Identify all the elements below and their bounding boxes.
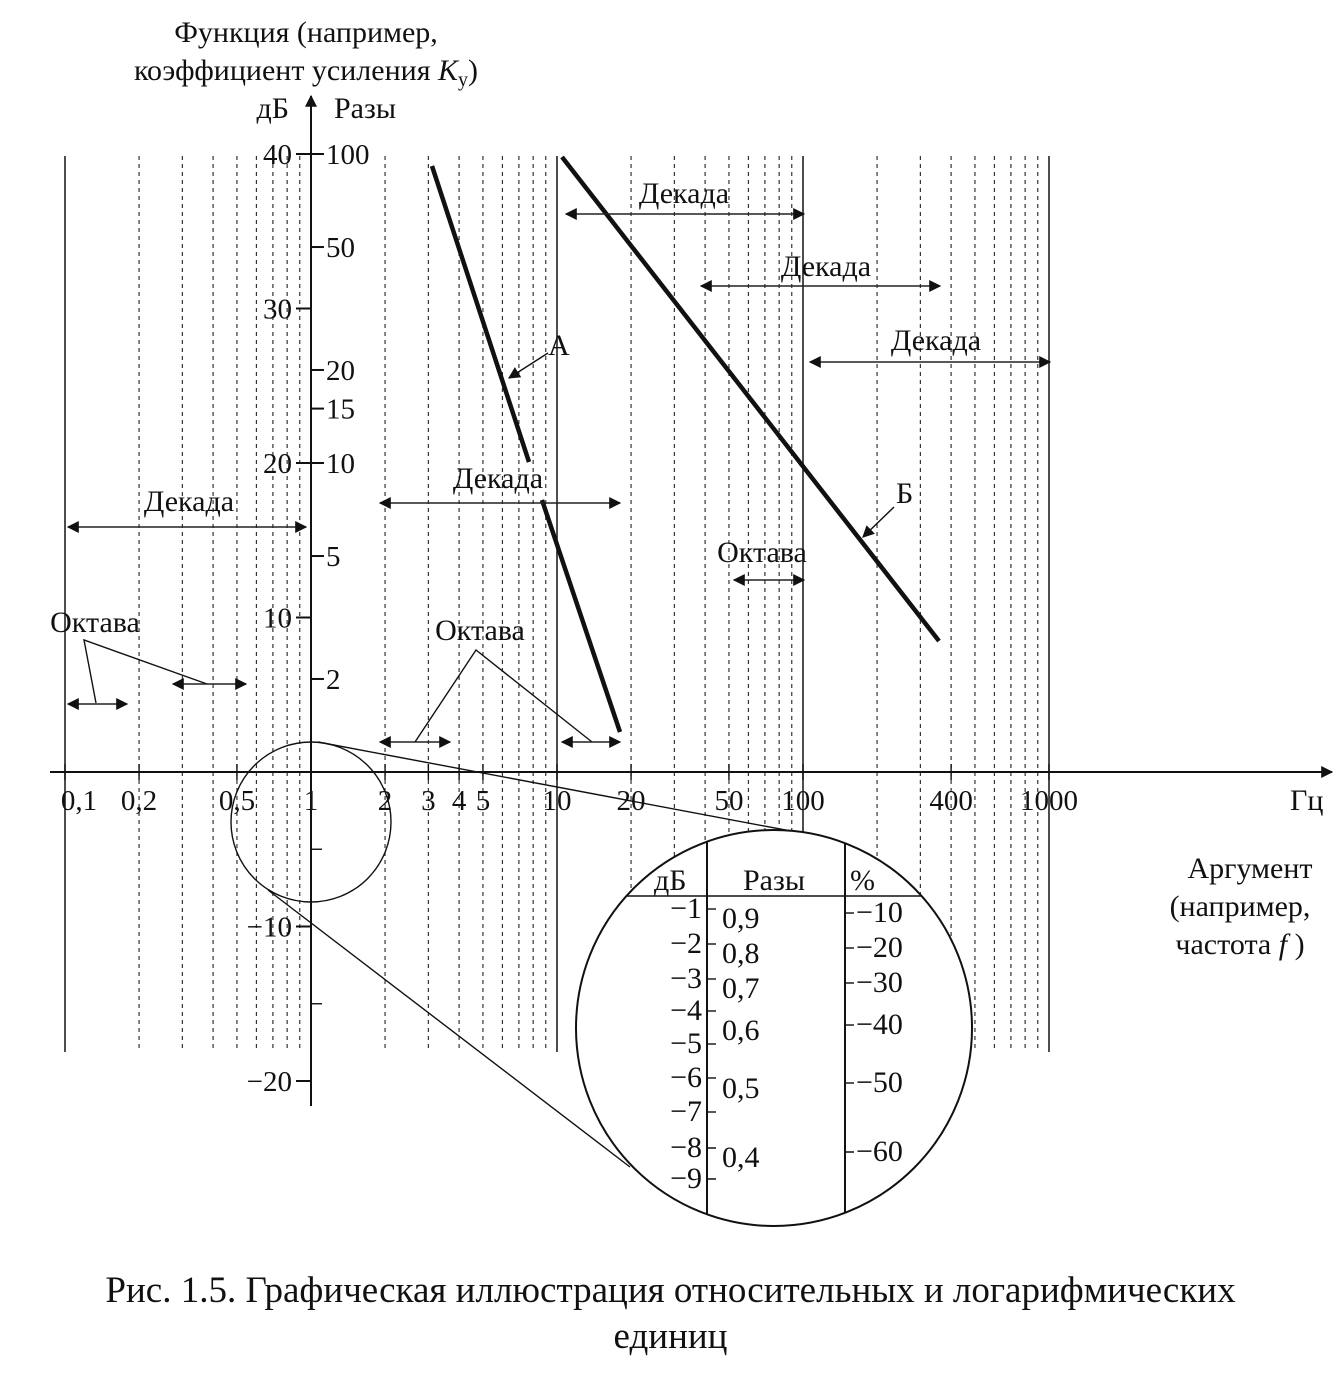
- x-axis-unit: Гц: [1290, 784, 1323, 817]
- octave-label-50-100: Октава: [717, 536, 807, 569]
- x-tick-label: 50: [714, 785, 743, 817]
- magnifier-line-bottom: [267, 889, 631, 1168]
- inset-times-value: 0,5: [722, 1072, 760, 1105]
- inset-times-value: 0,8: [722, 937, 760, 970]
- decade-label-100-1000: Декада: [891, 324, 981, 357]
- x-tick-label: 10: [543, 785, 572, 817]
- x-tick-label: 1: [304, 785, 319, 817]
- y-times-tick-label: 5: [326, 541, 341, 573]
- x-tick-label: 1000: [1020, 785, 1078, 817]
- label-b: Б: [896, 477, 913, 510]
- decade-label-10-100: Декада: [639, 177, 729, 210]
- magnifier: −1−2−3−4−5−6−7−8−90,90,80,70,60,50,4−10−…: [230, 741, 973, 1227]
- inset-db-value: −3: [670, 962, 702, 995]
- inset-percent-value: −50: [856, 1066, 903, 1099]
- y-db-tick-label: −20: [247, 1066, 292, 1098]
- x-title-line3: частота f ): [1175, 928, 1304, 961]
- x-tick-label: 400: [929, 785, 973, 817]
- inset-percent-value: −60: [856, 1135, 903, 1168]
- inset-db-value: −2: [670, 927, 702, 960]
- y-db-tick-label: 30: [263, 294, 292, 326]
- frequency-grid: [64, 156, 1050, 1052]
- octave-pointer-left: [83, 638, 208, 704]
- y-times-tick-label: 15: [326, 394, 355, 426]
- inset-times-value: 0,9: [722, 902, 760, 935]
- inset-db-value: −1: [670, 892, 702, 925]
- inset-db-value: −6: [670, 1061, 702, 1094]
- decade-label-0.1-1: Декада: [144, 485, 234, 518]
- x-tick-label: 100: [781, 785, 825, 817]
- decade-label-2-20: Декада: [453, 462, 543, 495]
- inset-db-value: −4: [670, 994, 702, 1027]
- y-db-tick-label: −10: [247, 912, 292, 944]
- inset-header-times: Разы: [743, 864, 805, 897]
- x-title-line1: Аргумент: [1187, 852, 1312, 885]
- caption-line2: единиц: [613, 1316, 728, 1357]
- x-title-line2: (например,: [1170, 890, 1311, 923]
- octave-markers: Октава Октава Октава: [50, 536, 807, 748]
- y-title-line1: Функция (например,: [174, 16, 438, 49]
- line-a-upper: [429, 165, 532, 463]
- y-unit-db: дБ: [257, 92, 290, 125]
- decade-markers: Декада Декада Декада Декада Декада: [66, 177, 1052, 533]
- octave-label-mid: Октава: [435, 614, 525, 647]
- inset-header-percent: %: [850, 864, 875, 897]
- y-axis-title: Функция (например, коэффициент усиления …: [134, 16, 478, 125]
- magnifier-line-top: [317, 741, 797, 833]
- x-tick-label: 4: [452, 785, 467, 817]
- x-tick-label: 0,5: [219, 785, 255, 817]
- x-tick-label: 3: [421, 785, 436, 817]
- label-a: А: [548, 329, 570, 362]
- inset-percent-value: −20: [856, 931, 903, 964]
- inset-db-value: −5: [670, 1027, 702, 1060]
- x-axis-title: Аргумент (например, частота f ): [1170, 852, 1313, 961]
- magnifier-large-circle: [575, 829, 973, 1227]
- x-tick-label: 2: [378, 785, 393, 817]
- y-db-tick-label: 40: [263, 139, 292, 171]
- caption-line1: Рис. 1.5. Графическая иллюстрация относи…: [105, 1270, 1236, 1311]
- pointer-a: [507, 352, 549, 379]
- inset-times-value: 0,6: [722, 1014, 760, 1047]
- y-times-tick-label: 100: [326, 139, 370, 171]
- inset-percent-value: −40: [856, 1008, 903, 1041]
- pointer-b: [862, 506, 895, 538]
- octave-label-left: Октава: [50, 606, 140, 639]
- decade-label-40-400: Декада: [781, 250, 871, 283]
- octave-pointer-mid: [414, 648, 593, 743]
- y-title-line2: коэффициент усиления Kу): [134, 54, 478, 91]
- inset-percent-value: −30: [856, 966, 903, 999]
- line-b: [560, 155, 941, 643]
- x-tick-label: 0,2: [121, 785, 157, 817]
- inset-table: −1−2−3−4−5−6−7−8−90,90,80,70,60,50,4−10−…: [576, 832, 972, 1226]
- y-unit-times: Разы: [334, 92, 396, 125]
- inset-db-value: −8: [670, 1131, 702, 1164]
- inset-times-value: 0,7: [722, 972, 760, 1005]
- y-times-tick-label: 2: [326, 664, 341, 696]
- y-times-tick-label: 20: [326, 355, 355, 387]
- y-db-tick-label: 20: [263, 448, 292, 480]
- y-times-tick-label: 10: [326, 448, 355, 480]
- inset-percent-value: −10: [856, 896, 903, 929]
- inset-times-value: 0,4: [722, 1141, 760, 1174]
- line-a-lower: [539, 499, 623, 733]
- magnifier-small-circle: [230, 741, 392, 903]
- y-times-tick-label: 50: [326, 232, 355, 264]
- x-tick-label: 5: [476, 785, 491, 817]
- figure-caption: Рис. 1.5. Графическая иллюстрация относи…: [0, 1268, 1341, 1360]
- inset-db-value: −7: [670, 1095, 702, 1128]
- y-db-tick-label: 10: [263, 603, 292, 635]
- inset-header-db: дБ: [654, 864, 687, 897]
- x-tick-label: 0,1: [61, 785, 97, 817]
- inset-db-value: −9: [670, 1162, 702, 1195]
